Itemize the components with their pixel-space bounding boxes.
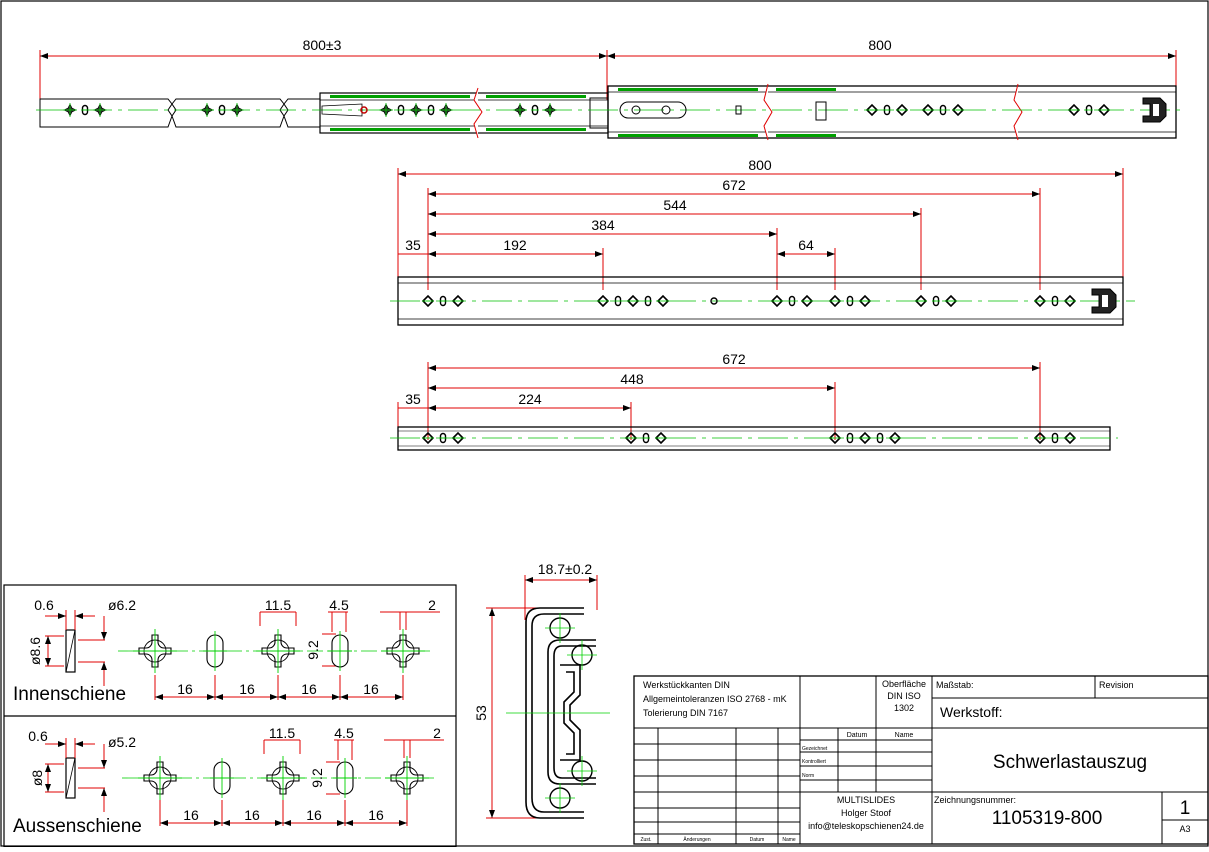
tb-company: MULTISLIDES	[837, 795, 895, 805]
inn-slot-w2: 4.5	[329, 597, 349, 613]
inn-slot-w: 11.5	[265, 597, 291, 613]
top-view-assembly: 800±3 800	[36, 37, 1186, 141]
tb-datum2: Datum	[750, 837, 765, 843]
inn-pitch-2: 16	[239, 681, 255, 697]
tb-surface-1: Oberfläche	[882, 679, 926, 689]
tb-number: 1105319-800	[992, 808, 1103, 829]
tb-surface-3: 1302	[894, 703, 914, 713]
inn-label: Innenschiene	[13, 684, 126, 705]
tb-kontrolliert: Kontrolliert	[802, 759, 827, 765]
tb-number-label: Zeichnungsnummer:	[934, 795, 1016, 805]
tb-email: info@teleskopschienen24.de	[808, 821, 924, 831]
inn-slot-h: 9.2	[305, 640, 321, 660]
tb-material: Werkstoff:	[940, 704, 1003, 720]
aus-slot-h: 9.2	[309, 768, 325, 788]
inn-hole-dia: ø6.2	[108, 597, 136, 613]
dim-inner-448: 448	[620, 371, 644, 387]
dim-inner-672: 672	[722, 351, 746, 367]
inner-rail-view: 672 448 224 35	[390, 351, 1118, 451]
inn-pitch-1: 16	[177, 681, 193, 697]
tb-general-3: Tolerierung DIN 7167	[643, 708, 728, 718]
tb-aenderungen: Änderungen	[683, 836, 710, 843]
inn-thk: 0.6	[34, 597, 54, 613]
detail-innenschiene: 0.6 ø6.2 11.5 4.5 2 ø8.6 9.2 16 16 16 16…	[13, 597, 440, 705]
detail-aussenschiene: 0.6 ø5.2 11.5 4.5 2 ø8 9.2 16 16 16 16 A…	[13, 725, 444, 837]
aus-slot-w: 11.5	[269, 725, 295, 741]
tb-name: Name	[895, 732, 914, 739]
aus-pitch-1: 16	[183, 807, 199, 823]
tb-name2: Name	[782, 837, 796, 843]
inn-pitch-4: 16	[363, 681, 379, 697]
dim-inner-224: 224	[518, 391, 542, 407]
tb-person: Holger Stoof	[841, 808, 892, 818]
aus-gap: 2	[433, 725, 441, 741]
tb-sheet: 1	[1180, 798, 1191, 819]
dim-outer-672: 672	[722, 177, 746, 193]
aus-label: Aussenschiene	[13, 816, 142, 837]
tb-zust: Zust.	[640, 837, 651, 843]
aus-pitch-4: 16	[368, 807, 384, 823]
tb-surface-2: DIN ISO	[887, 691, 921, 701]
aus-slot-w2: 4.5	[334, 725, 354, 741]
inn-gap: 2	[428, 597, 436, 613]
inn-pitch-3: 16	[301, 681, 317, 697]
tb-format: A3	[1179, 824, 1190, 834]
aus-hole-dia: ø5.2	[108, 734, 136, 750]
dim-outer-192: 192	[503, 237, 527, 253]
dim-outer-64: 64	[798, 237, 814, 253]
dim-extension: 800	[868, 37, 892, 53]
sec-height: 53	[473, 705, 489, 721]
sec-width: 18.7±0.2	[538, 561, 593, 577]
tb-scale-label: Maßstab:	[936, 680, 974, 690]
aus-pitch-3: 16	[306, 807, 322, 823]
tb-general-2: Allgemeintoleranzen ISO 2768 - mK	[643, 694, 787, 704]
dim-outer-35: 35	[405, 237, 421, 253]
tb-general-1: Werkstückkanten DIN	[643, 680, 730, 690]
tb-norm: Norm	[802, 773, 814, 779]
dim-inner-35: 35	[405, 391, 421, 407]
inn-dia: ø8.6	[27, 637, 43, 665]
dim-outer-384: 384	[591, 217, 615, 233]
cross-section-view: 18.7±0.2 53	[473, 561, 610, 819]
aus-pitch-2: 16	[244, 807, 260, 823]
outer-rail-view: 800 672 544 384 192 64 35	[390, 157, 1135, 326]
dim-outer-544: 544	[663, 197, 687, 213]
dim-outer-800: 800	[748, 157, 772, 173]
aus-dia: ø8	[29, 770, 45, 787]
tb-revision-label: Revision	[1099, 680, 1134, 690]
dim-total-length: 800±3	[303, 37, 342, 53]
tb-title: Schwerlastauszug	[993, 752, 1147, 773]
title-block: Werkstückkanten DIN Allgemeintoleranzen …	[633, 675, 1209, 845]
tb-datum: Datum	[847, 732, 868, 739]
tb-gezeichnet: Gezeichnet	[802, 746, 828, 752]
hole-detail-panel: 0.6 ø6.2 11.5 4.5 2 ø8.6 9.2 16 16 16 16…	[3, 584, 457, 848]
aus-thk: 0.6	[28, 728, 48, 744]
